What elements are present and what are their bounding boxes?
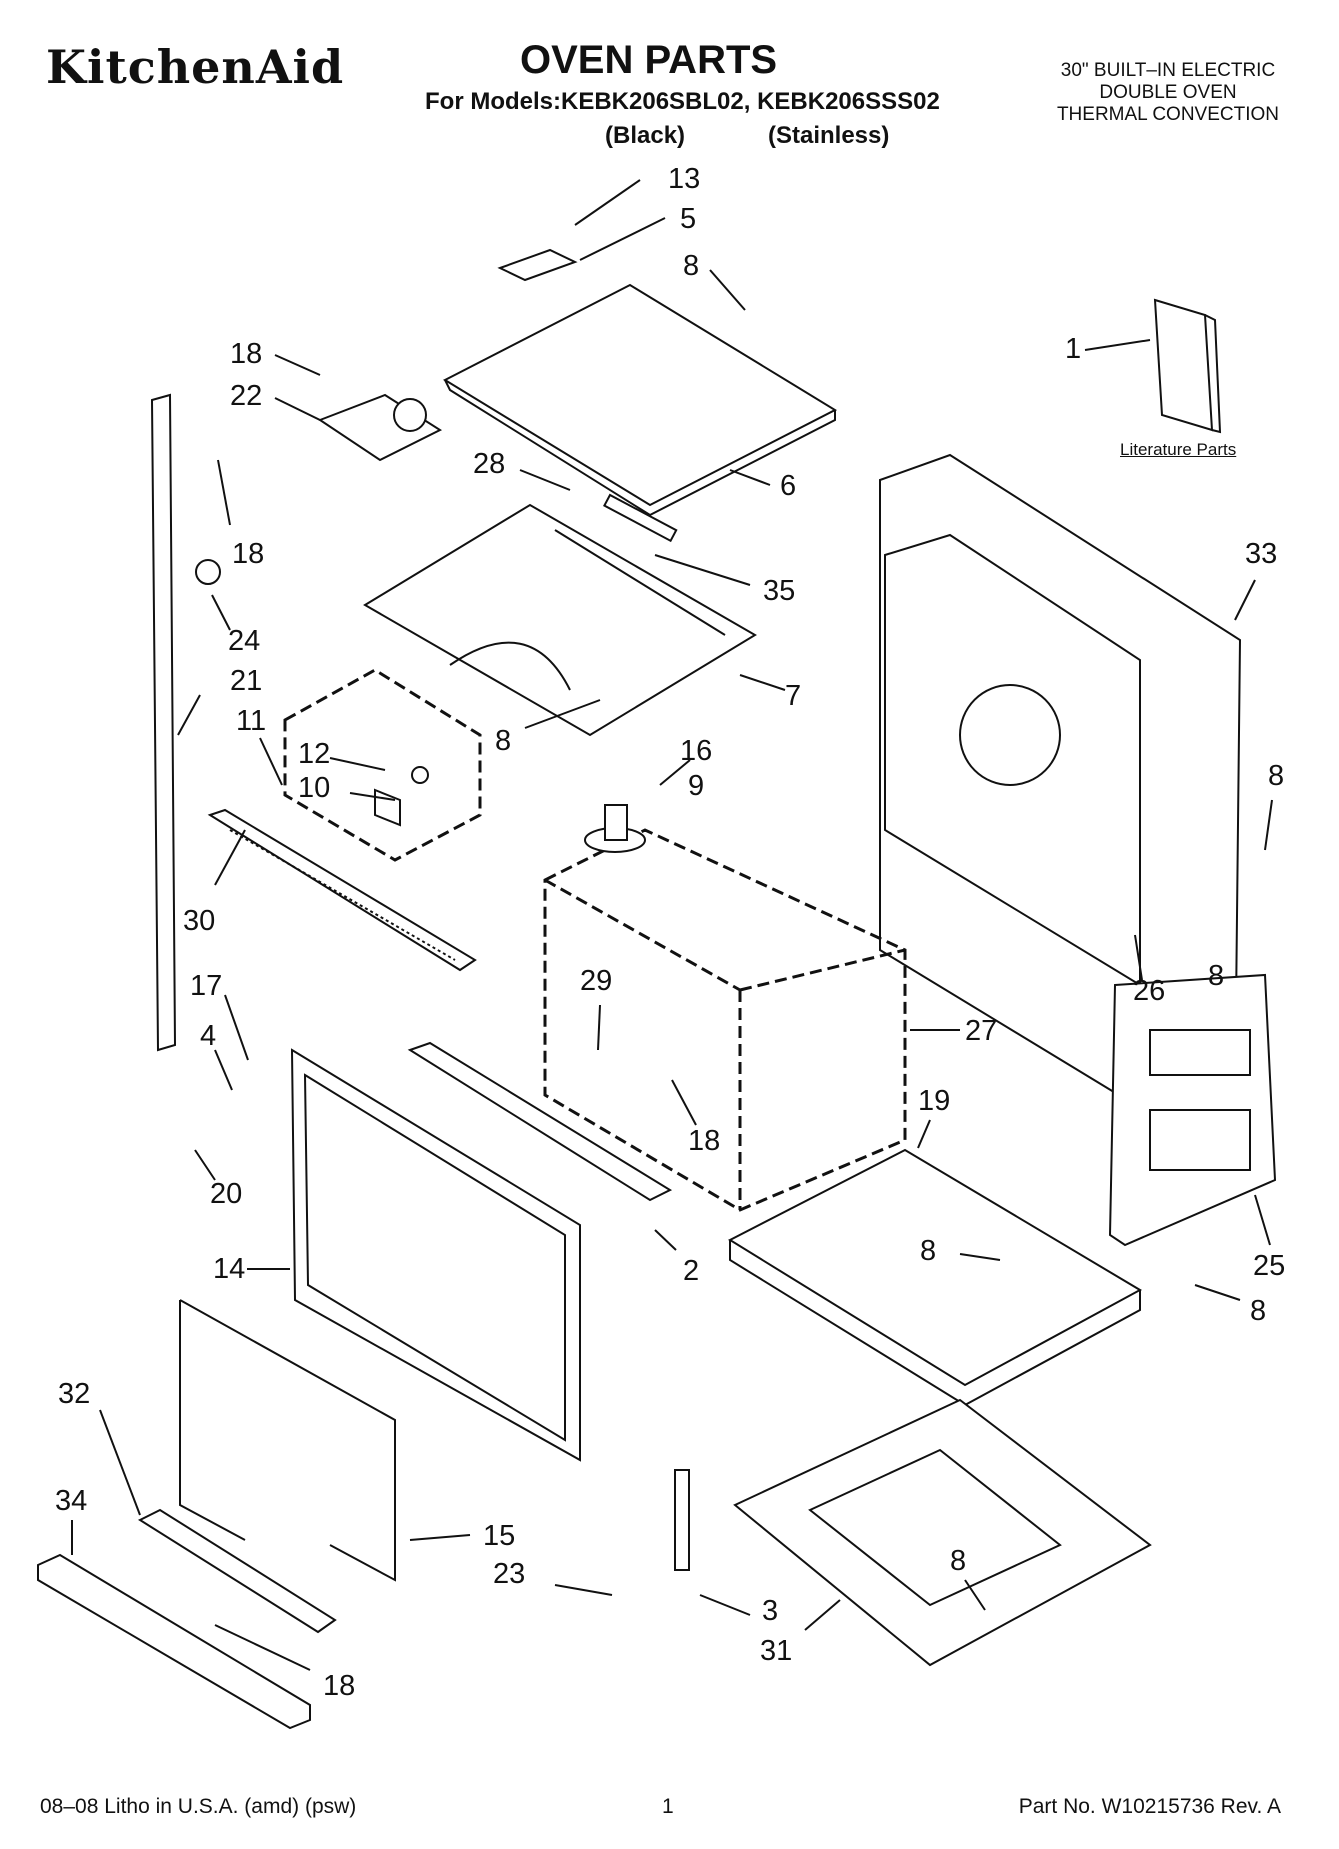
callout-32: 32 <box>58 1378 90 1410</box>
callout-14: 14 <box>213 1253 245 1285</box>
light-group-outline <box>283 668 482 862</box>
page-title: OVEN PARTS <box>520 38 778 82</box>
callout-19: 19 <box>918 1085 950 1117</box>
callout-30: 30 <box>183 905 215 937</box>
callout-8d: 8 <box>1208 960 1224 992</box>
callout-2: 2 <box>683 1255 699 1287</box>
product-line-3: THERMAL CONVECTION <box>1056 104 1279 125</box>
heat-shield <box>727 1148 1143 1387</box>
callout-7: 7 <box>785 680 801 712</box>
callout-26: 26 <box>1133 975 1165 1007</box>
callout-8f: 8 <box>1250 1295 1266 1327</box>
trim-strip <box>407 1041 673 1202</box>
callout-12: 12 <box>298 738 330 770</box>
variant-black: (Black) <box>605 122 686 149</box>
callout-13: 13 <box>668 163 700 195</box>
callout-28: 28 <box>473 448 505 480</box>
callout-5: 5 <box>680 203 696 235</box>
fan-cover <box>959 684 1061 786</box>
models-line: For Models:KEBK206SBL02, KEBK206SSS02 <box>425 88 940 115</box>
callout-20: 20 <box>210 1178 242 1210</box>
callout-33: 33 <box>1245 538 1277 570</box>
callout-16: 16 <box>680 735 712 767</box>
callout-21: 21 <box>230 665 262 697</box>
callout-18d: 18 <box>323 1670 355 1702</box>
front-frame <box>290 1048 581 1462</box>
bottom-pan <box>733 1398 1152 1667</box>
callout-18b: 18 <box>232 538 264 570</box>
variant-stainless: (Stainless) <box>768 122 890 149</box>
callout-8g: 8 <box>950 1545 966 1577</box>
callout-8b: 8 <box>495 725 511 757</box>
callout-22: 22 <box>230 380 262 412</box>
callout-9: 9 <box>688 770 704 802</box>
product-description: 30" BUILT–IN ELECTRIC DOUBLE OVEN THERMA… <box>1057 60 1279 126</box>
callout-17: 17 <box>190 970 222 1002</box>
bulb <box>411 766 429 784</box>
vent-grille <box>207 808 477 972</box>
callout-27: 27 <box>965 1015 997 1047</box>
callout-3: 3 <box>762 1595 778 1627</box>
bracket <box>497 248 578 282</box>
callout-1: 1 <box>1065 333 1081 365</box>
grommet <box>195 559 221 585</box>
baffle <box>363 503 757 737</box>
callout-24: 24 <box>228 625 260 657</box>
footer-page-number: 1 <box>662 1795 674 1818</box>
callout-8: 8 <box>683 250 699 282</box>
part-drawings <box>37 248 1277 1730</box>
hinge-bracket <box>674 1469 690 1571</box>
oven-cavity <box>543 828 907 1212</box>
lens <box>374 788 401 827</box>
callout-leaders <box>71 179 1273 1671</box>
callout-35: 35 <box>763 575 795 607</box>
callout-labels: 13 5 8 18 22 1 28 6 18 33 35 24 21 7 11 … <box>55 163 1285 1702</box>
callout-11: 11 <box>236 705 266 737</box>
left-rail <box>150 393 177 1052</box>
callout-8c: 8 <box>1268 760 1284 792</box>
callout-29: 29 <box>580 965 612 997</box>
callout-6: 6 <box>780 470 796 502</box>
brand-logo: KitchenAid <box>46 40 345 94</box>
callout-4: 4 <box>200 1020 216 1052</box>
literature-parts-label: Literature Parts <box>1120 440 1237 459</box>
literature-booklet <box>1153 298 1214 432</box>
product-line-1: 30" BUILT–IN ELECTRIC <box>1060 60 1276 81</box>
callout-31: 31 <box>760 1635 792 1667</box>
callout-25: 25 <box>1253 1250 1285 1282</box>
vent-strip <box>37 1553 311 1730</box>
callout-23: 23 <box>493 1558 525 1590</box>
callout-18: 18 <box>230 338 262 370</box>
callout-34: 34 <box>55 1485 87 1517</box>
footer-part-number: Part No. W10215736 Rev. A <box>1018 1795 1281 1818</box>
callout-10: 10 <box>298 772 330 804</box>
harness <box>603 493 678 543</box>
door-gasket <box>179 1299 396 1582</box>
callout-8e: 8 <box>920 1235 936 1267</box>
product-line-2: DOUBLE OVEN <box>1099 82 1237 103</box>
footer-print-info: 08–08 Litho in U.S.A. (amd) (psw) <box>40 1795 357 1818</box>
callout-18c: 18 <box>688 1125 720 1157</box>
insulation-strip <box>137 1508 337 1634</box>
callout-15: 15 <box>483 1520 515 1552</box>
